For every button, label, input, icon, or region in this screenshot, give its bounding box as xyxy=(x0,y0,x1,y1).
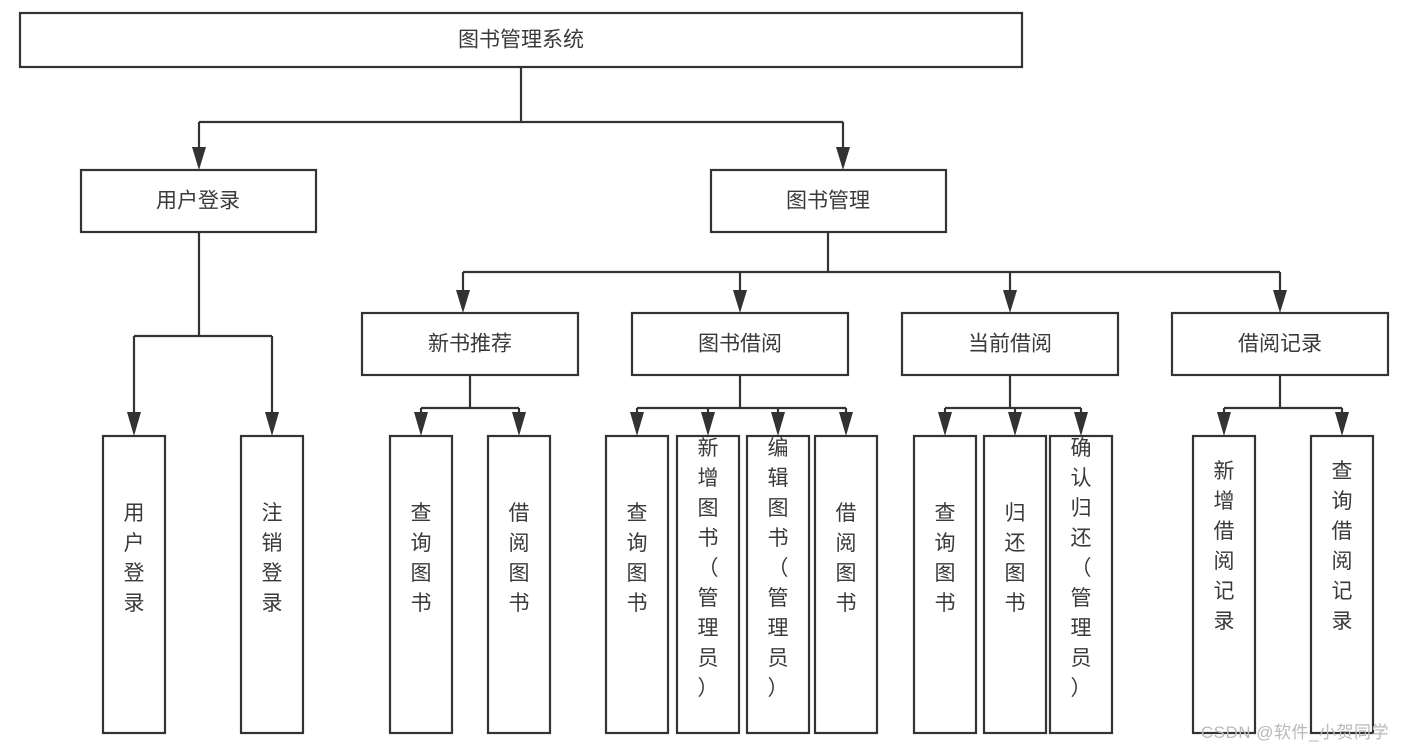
leaf-confirm-return-label: 确认归还（管理员） xyxy=(1071,437,1092,700)
leaf-query-book-current[interactable]: 查询图书 xyxy=(912,434,978,735)
arrow-head-icon xyxy=(938,412,952,436)
leaf-add-borrow-record[interactable]: 新增借阅记录 xyxy=(1191,434,1257,735)
node-borrow-record-box[interactable] xyxy=(1170,311,1390,377)
leaf-logout-label: 注销登录 xyxy=(262,502,283,615)
leaf-add-book[interactable]: 新增图书（管理员） xyxy=(675,434,741,735)
leaf-edit-book-box[interactable] xyxy=(745,434,811,735)
arrow-head-icon xyxy=(771,412,785,436)
leaf-query-book-borrow[interactable]: 查询图书 xyxy=(604,434,670,735)
leaf-user-login-box[interactable] xyxy=(101,434,167,735)
arrow-head-icon xyxy=(701,412,715,436)
leaf-return-book-label: 归还图书 xyxy=(1005,502,1026,615)
leaf-borrow-book-label: 借阅图书 xyxy=(836,502,857,615)
node-root-label: 图书管理系统 xyxy=(458,29,584,52)
arrow-head-icon xyxy=(630,412,644,436)
connector-currentborrow-to-leaves xyxy=(938,375,1088,436)
connector-bookborrow-to-leaves xyxy=(630,375,853,436)
leaf-borrow-book[interactable]: 借阅图书 xyxy=(813,434,879,735)
leaf-return-book[interactable]: 归还图书 xyxy=(982,434,1048,735)
leaf-query-book-borrow-box[interactable] xyxy=(604,434,670,735)
leaf-borrow-book-box[interactable] xyxy=(813,434,879,735)
leaf-query-borrow-record[interactable]: 查询借阅记录 xyxy=(1309,434,1375,735)
arrow-head-icon xyxy=(1003,290,1017,313)
leaf-edit-book[interactable]: 编辑图书（管理员） xyxy=(745,434,811,735)
leaf-query-book-borrow-label: 查询图书 xyxy=(627,502,648,615)
leaf-return-book-box[interactable] xyxy=(982,434,1048,735)
arrow-head-icon xyxy=(733,290,747,313)
leaf-logout-box[interactable] xyxy=(239,434,305,735)
leaf-query-book-recommend[interactable]: 查询图书 xyxy=(388,434,454,735)
leaf-borrow-book-recommend-box[interactable] xyxy=(486,434,552,735)
leaf-borrow-book-recommend[interactable]: 借阅图书 xyxy=(486,434,552,735)
leaf-borrow-book-recommend-label: 借阅图书 xyxy=(509,502,530,615)
arrow-head-icon xyxy=(1074,412,1088,436)
leaf-add-borrow-record-label: 新增借阅记录 xyxy=(1214,460,1235,633)
node-root-box[interactable] xyxy=(18,11,1024,69)
connector-bookmgmt-to-level3 xyxy=(456,232,1287,313)
node-current-borrow-box[interactable] xyxy=(900,311,1120,377)
connector-borrowrecord-to-leaves xyxy=(1217,375,1349,436)
arrow-head-icon xyxy=(839,412,853,436)
leaf-query-book-current-box[interactable] xyxy=(912,434,978,735)
arrow-head-icon xyxy=(1335,412,1349,436)
node-current-borrow[interactable]: 当前借阅 xyxy=(900,311,1120,377)
node-user-login-box[interactable] xyxy=(79,168,318,234)
node-current-borrow-label: 当前借阅 xyxy=(968,333,1052,356)
connector-newbook-to-leaves xyxy=(414,375,526,436)
leaf-confirm-return[interactable]: 确认归还（管理员） xyxy=(1048,434,1114,735)
leaf-add-borrow-record-box[interactable] xyxy=(1191,434,1257,735)
node-new-book-recommend-box[interactable] xyxy=(360,311,580,377)
node-new-book-recommend[interactable]: 新书推荐 xyxy=(360,311,580,377)
node-book-borrow[interactable]: 图书借阅 xyxy=(630,311,850,377)
node-book-borrow-box[interactable] xyxy=(630,311,850,377)
arrow-head-icon xyxy=(192,147,206,170)
node-book-management-box[interactable] xyxy=(709,168,948,234)
node-borrow-record[interactable]: 借阅记录 xyxy=(1170,311,1390,377)
leaf-add-book-label: 新增图书（管理员） xyxy=(698,437,719,700)
arrow-head-icon xyxy=(1217,412,1231,436)
node-book-borrow-label: 图书借阅 xyxy=(698,333,782,356)
node-new-book-recommend-label: 新书推荐 xyxy=(428,333,512,356)
node-book-management-label: 图书管理 xyxy=(786,190,870,213)
node-root[interactable]: 图书管理系统 xyxy=(18,11,1024,69)
arrow-head-icon xyxy=(1008,412,1022,436)
leaf-user-login[interactable]: 用户登录 xyxy=(101,434,167,735)
connector-userlogin-to-leaves xyxy=(127,232,279,436)
leaf-query-book-recommend-label: 查询图书 xyxy=(411,502,432,615)
node-user-login-label: 用户登录 xyxy=(156,190,240,213)
leaf-user-login-label: 用户登录 xyxy=(124,502,145,615)
leaf-query-borrow-record-label: 查询借阅记录 xyxy=(1332,460,1353,633)
arrow-head-icon xyxy=(265,412,279,436)
node-borrow-record-label: 借阅记录 xyxy=(1238,333,1322,356)
leaf-query-book-recommend-box[interactable] xyxy=(388,434,454,735)
leaf-confirm-return-box[interactable] xyxy=(1048,434,1114,735)
arrow-head-icon xyxy=(456,290,470,313)
arrow-head-icon xyxy=(127,412,141,436)
leaf-logout[interactable]: 注销登录 xyxy=(239,434,305,735)
leaf-add-book-box[interactable] xyxy=(675,434,741,735)
leaf-query-book-current-label: 查询图书 xyxy=(935,502,956,615)
leaf-query-borrow-record-box[interactable] xyxy=(1309,434,1375,735)
arrow-head-icon xyxy=(414,412,428,436)
node-user-login[interactable]: 用户登录 xyxy=(79,168,318,234)
leaf-edit-book-label: 编辑图书（管理员） xyxy=(768,437,789,700)
node-book-management[interactable]: 图书管理 xyxy=(709,168,948,234)
arrow-head-icon xyxy=(512,412,526,436)
arrow-head-icon xyxy=(836,147,850,170)
connector-root-to-level2 xyxy=(192,67,850,170)
arrow-head-icon xyxy=(1273,290,1287,313)
